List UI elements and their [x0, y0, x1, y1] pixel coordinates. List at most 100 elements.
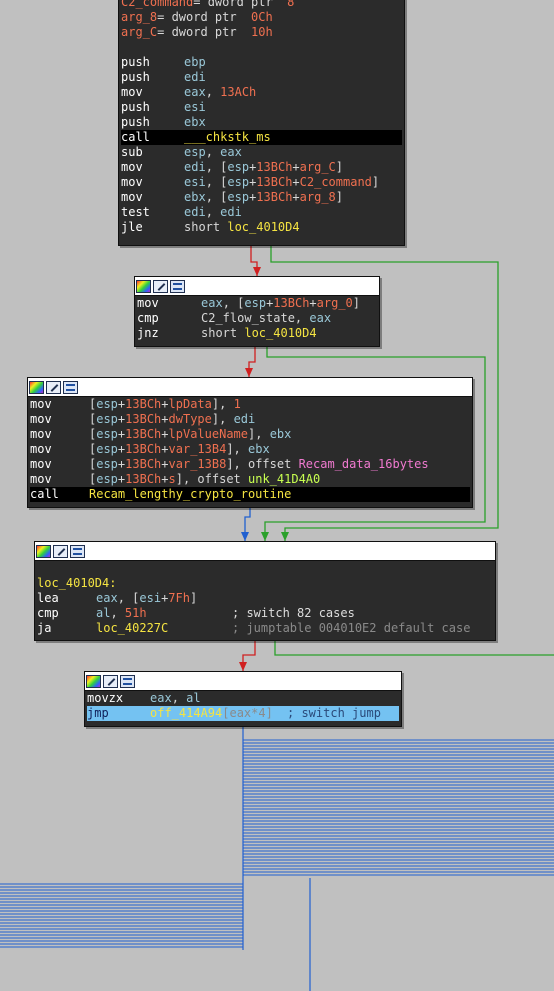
edge-false-flow-to-crypto[interactable]: [245, 347, 256, 377]
operand-token: edi: [184, 70, 206, 84]
operand-token: short: [184, 220, 228, 234]
operand-token: al: [186, 691, 201, 705]
operands: esi: [184, 100, 206, 115]
edge-true-switch-default[interactable]: [274, 641, 554, 656]
operand-token: +: [117, 457, 126, 471]
operand-token[interactable]: arg_C: [299, 160, 336, 174]
edge-true-prologue-to-switch[interactable]: [270, 246, 499, 541]
edge-true-flow-to-switch[interactable]: [261, 347, 486, 541]
asm-line[interactable]: mov[esp+13BCh+var_13B8], offset Recam_da…: [30, 457, 470, 472]
graph-view-icon[interactable]: [63, 380, 78, 394]
operand-token[interactable]: s: [168, 472, 176, 486]
operand-token: , [: [205, 160, 228, 174]
token: = dword ptr: [157, 10, 252, 24]
operand-token[interactable]: off_414A94: [150, 706, 223, 720]
color-palette-icon[interactable]: [86, 674, 101, 688]
asm-line[interactable]: arg_C= dword ptr 10h: [121, 25, 402, 40]
mnemonic: ja: [37, 621, 52, 635]
operand-token[interactable]: lpData: [168, 397, 212, 411]
operand-token[interactable]: loc_40227C: [96, 621, 169, 635]
edge-uncond-crypto-to-switch[interactable]: [241, 508, 251, 541]
graph-view-icon[interactable]: [70, 544, 85, 558]
mnemonic: mov: [121, 190, 143, 204]
edit-pencil-icon[interactable]: [53, 544, 68, 558]
edit-pencil-icon[interactable]: [153, 279, 168, 293]
operand-token[interactable]: loc_4010D4: [244, 326, 317, 340]
operand-token[interactable]: var_13B8: [168, 457, 227, 471]
operand-token[interactable]: dwType: [168, 412, 212, 426]
edge-false-prologue-to-flow[interactable]: [250, 246, 261, 276]
graph-view-icon[interactable]: [170, 279, 185, 293]
edit-pencil-icon[interactable]: [103, 674, 118, 688]
operand-token[interactable]: arg_8: [299, 190, 336, 204]
operand-token: esi: [139, 591, 162, 605]
operand-token[interactable]: ___chkstk_ms: [184, 130, 271, 144]
operand-token: ],: [211, 397, 234, 411]
operand-token[interactable]: var_13B4: [168, 442, 227, 456]
asm-line[interactable]: loc_4010D4:: [37, 576, 493, 591]
graph-view-icon[interactable]: [120, 674, 135, 688]
operand-token: 13BCh: [125, 397, 162, 411]
operand-token[interactable]: arg_0: [316, 296, 353, 310]
operand-token: 13BCh: [256, 190, 293, 204]
operand-token: ,: [171, 691, 187, 705]
asm-line[interactable]: mov[esp+13BCh+lpValueName], ebx: [30, 427, 470, 442]
color-palette-icon[interactable]: [29, 380, 44, 394]
edit-pencil-icon[interactable]: [46, 380, 61, 394]
operand-token: +: [161, 442, 169, 456]
operand-token: +: [117, 472, 126, 486]
operand-token[interactable]: lpValueName: [168, 427, 248, 441]
operand-token: [: [89, 397, 97, 411]
asm-line[interactable]: call___chkstk_ms: [121, 130, 402, 145]
color-palette-icon[interactable]: [36, 544, 51, 558]
asm-line[interactable]: C2_command= dword ptr 8: [121, 0, 402, 10]
edge-false-switch-to-jump[interactable]: [239, 641, 256, 671]
operand-token: esp: [227, 175, 250, 189]
operand-token: ]: [189, 591, 198, 605]
operand-token: eax: [220, 145, 242, 159]
operand-token: +: [117, 412, 126, 426]
operand-token[interactable]: C2_command: [299, 175, 372, 189]
mnemonic: mov: [30, 427, 52, 441]
mnemonic: mov: [137, 296, 159, 310]
asm-line[interactable]: mov[esp+13BCh+lpData], 1: [30, 397, 470, 412]
operand-token: 13ACh: [220, 85, 257, 99]
asm-line[interactable]: mov[esp+13BCh+dwType], edi: [30, 412, 470, 427]
operand-token: ],: [248, 427, 270, 441]
asm-line[interactable]: arg_8= dword ptr 0Ch: [121, 10, 402, 25]
asm-line[interactable]: mov[esp+13BCh+s], offset unk_41D4A0: [30, 472, 470, 487]
mnemonic: cmp: [137, 311, 159, 325]
blank-line: [121, 40, 402, 55]
color-palette-icon[interactable]: [136, 279, 151, 293]
code-label[interactable]: loc_4010D4:: [37, 576, 117, 590]
operand-token[interactable]: Recam_lengthy_crypto_routine: [89, 487, 292, 501]
asm-line[interactable]: mov[esp+13BCh+var_13B4], ebx: [30, 442, 470, 457]
operand-token[interactable]: loc_4010D4: [227, 220, 300, 234]
operand-token: +: [161, 397, 169, 411]
